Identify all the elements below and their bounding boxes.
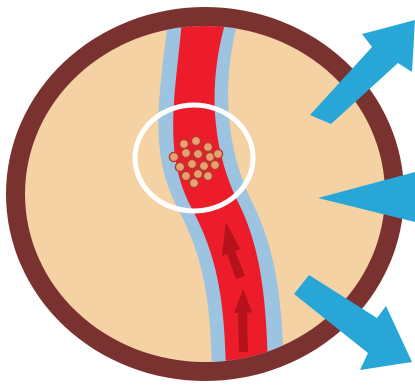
cluster-particle xyxy=(213,149,222,158)
cluster-particle xyxy=(169,152,178,161)
cluster-particle xyxy=(193,169,202,178)
cluster-particle xyxy=(199,161,208,170)
cluster-particle xyxy=(179,139,188,148)
cluster-particle xyxy=(189,178,198,187)
cluster-particle xyxy=(191,136,200,145)
cluster-particle xyxy=(175,162,184,171)
cluster-particle xyxy=(187,159,196,168)
cluster-particle xyxy=(210,160,219,169)
cluster-particle xyxy=(181,171,190,180)
cluster-particle xyxy=(181,148,190,157)
cluster-particle xyxy=(203,142,212,151)
cluster-particle xyxy=(203,171,212,180)
cluster-particle xyxy=(193,149,202,158)
